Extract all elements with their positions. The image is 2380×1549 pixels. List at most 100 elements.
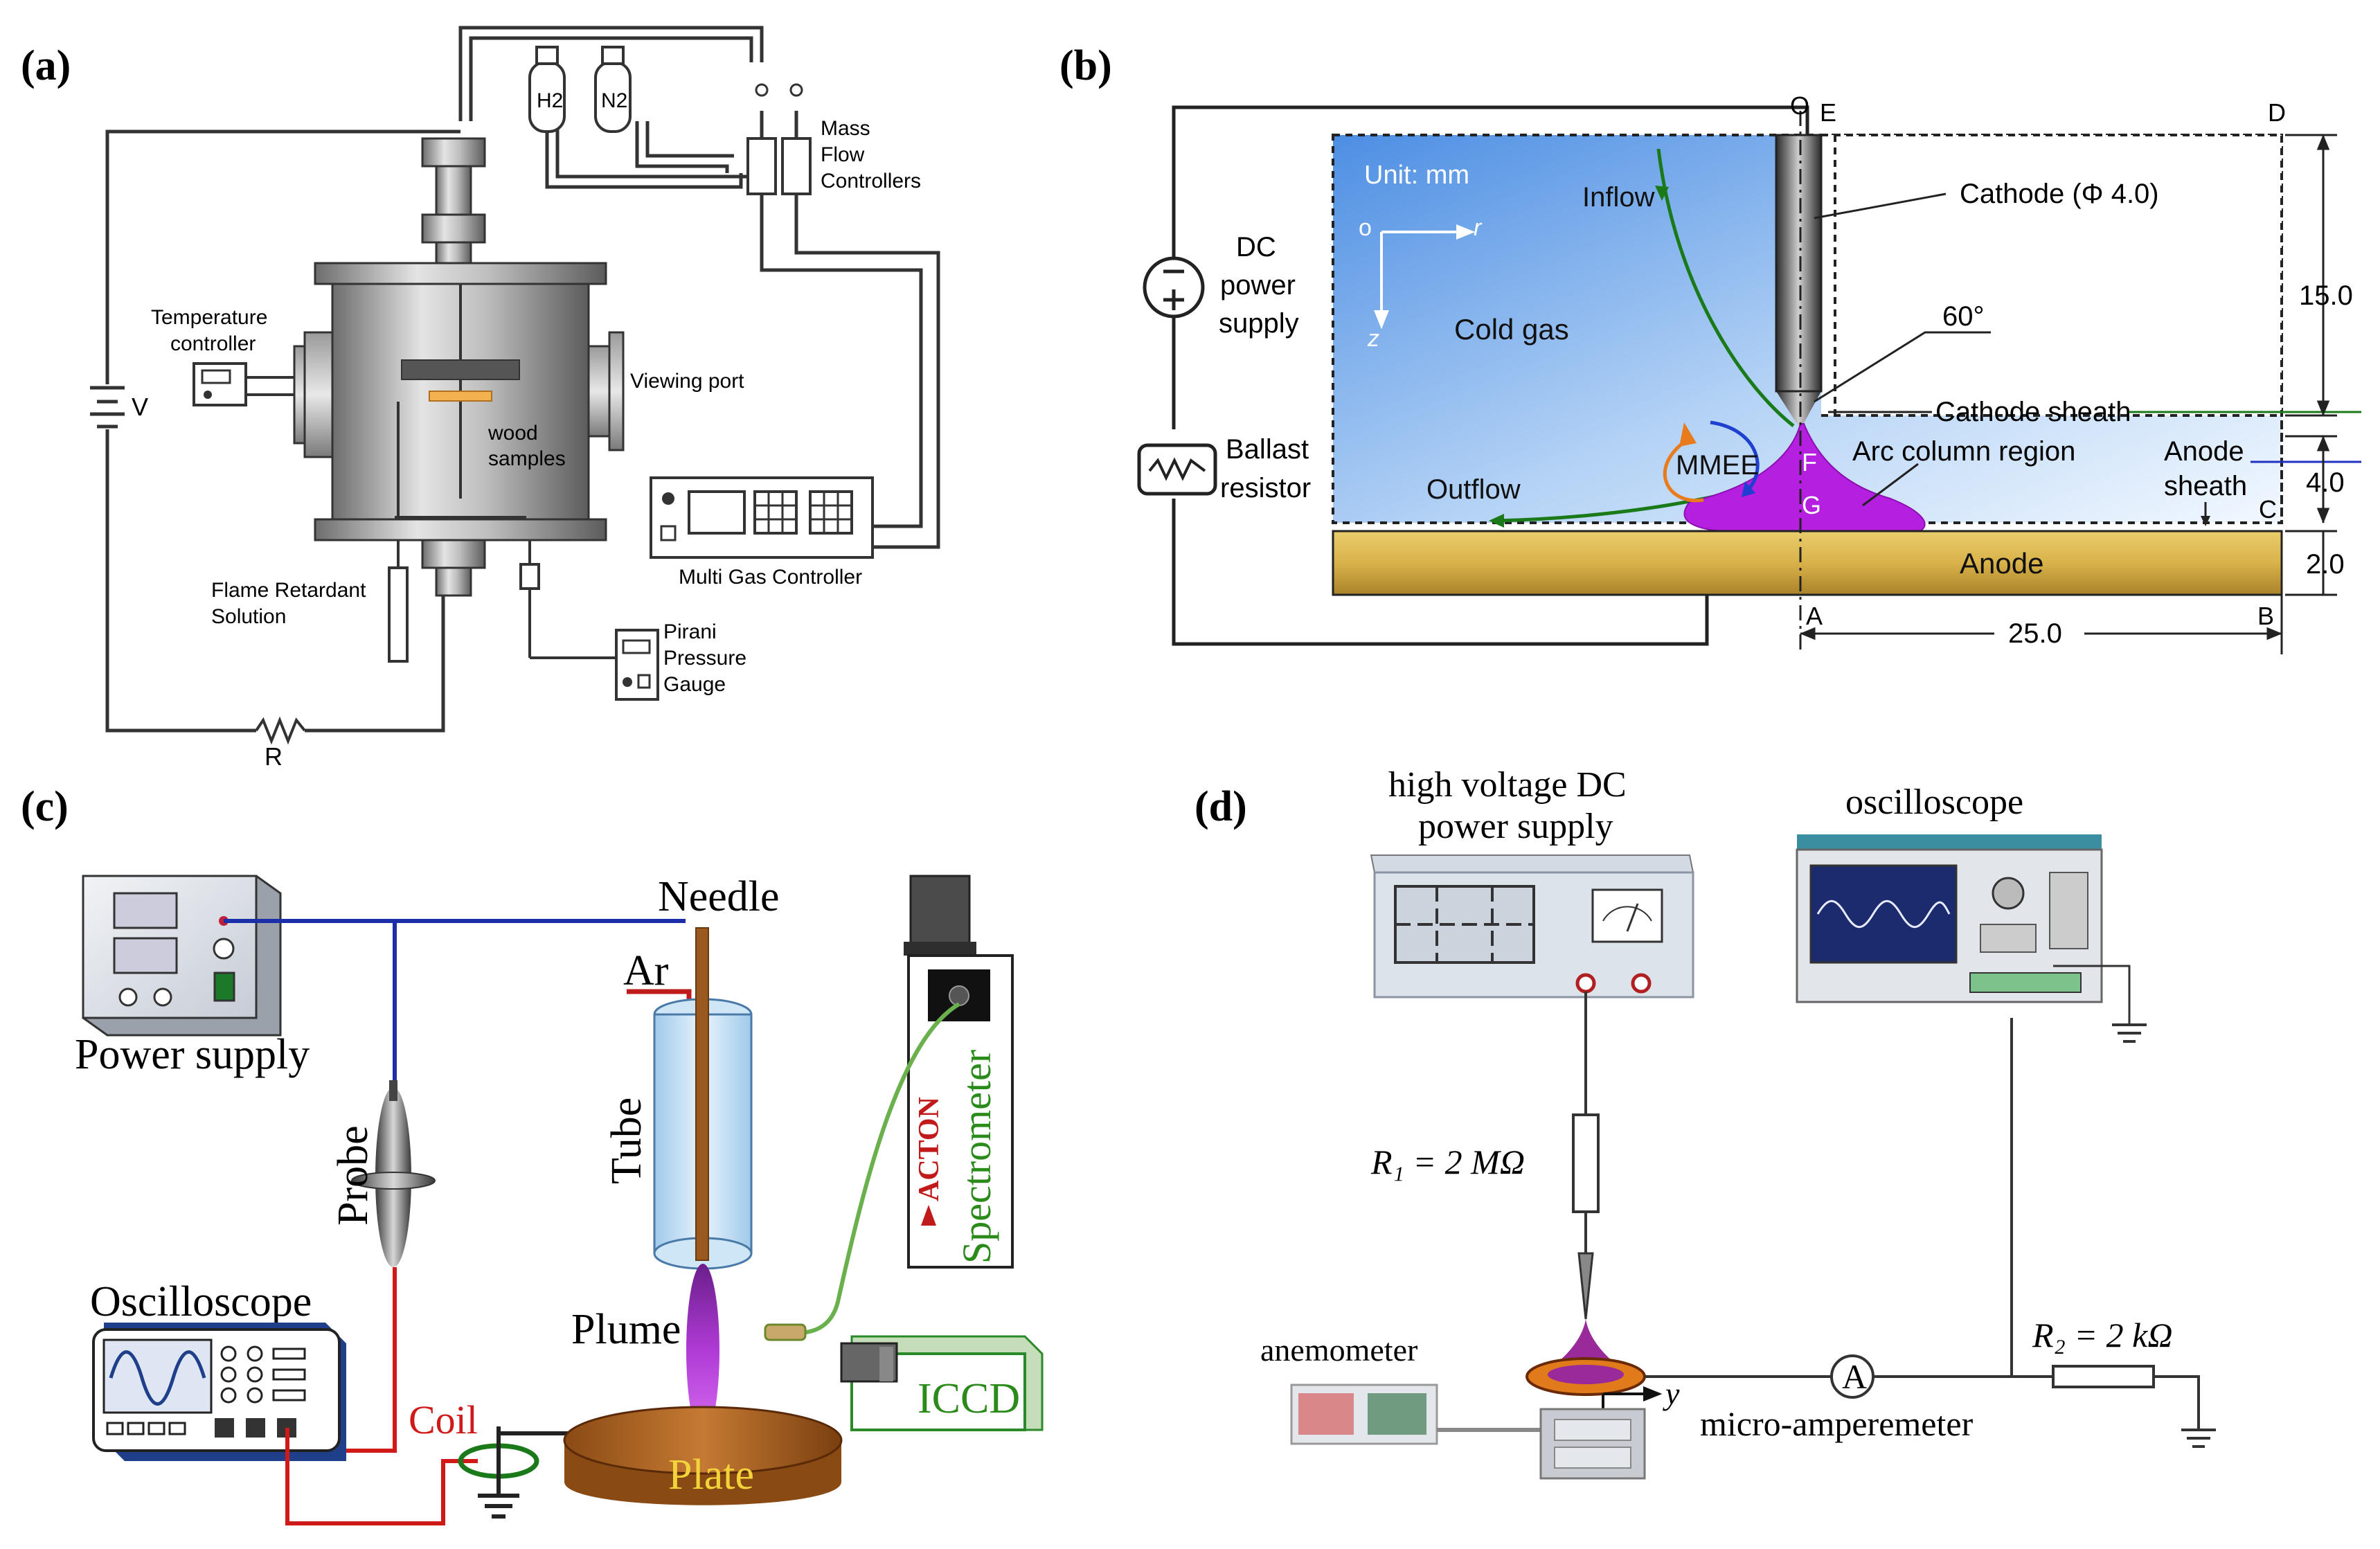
ballast-label-2: resistor bbox=[1220, 473, 1311, 503]
dim-25-label: 25.0 bbox=[2008, 618, 2062, 649]
point-a: A bbox=[1806, 602, 1823, 630]
h2-label: H2 bbox=[537, 89, 563, 112]
r1-label: R₁ = 2 MΩ bbox=[1370, 1143, 1525, 1181]
ground-symbol-c bbox=[478, 1426, 568, 1519]
gas-lines bbox=[458, 26, 940, 549]
needle-electrode-d bbox=[1577, 1252, 1594, 1320]
battery-symbol bbox=[90, 386, 125, 429]
svg-text:Flame Retardant Solution: Flame Retardant Solution bbox=[211, 579, 372, 628]
resistor-label: R bbox=[265, 742, 283, 771]
mmee-orange-loop bbox=[1663, 442, 1704, 503]
translation-stage bbox=[1539, 1408, 1646, 1480]
temperature-label-1: Temperature bbox=[151, 306, 267, 329]
dim-4-label: 4.0 bbox=[2306, 467, 2345, 498]
anode-block bbox=[1332, 530, 2283, 596]
mass-flow-label-1: Mass bbox=[821, 117, 870, 140]
micro-amperemeter-label: micro-amperemeter bbox=[1700, 1404, 1974, 1443]
needle-label: Needle bbox=[658, 873, 780, 920]
panel-a-label: (a) bbox=[21, 42, 71, 89]
flame-label-1: Flame Retardant bbox=[211, 579, 366, 602]
power-circuit bbox=[105, 129, 460, 733]
discharge-plume bbox=[1551, 1319, 1620, 1368]
dc-power-label-3: supply bbox=[1219, 308, 1299, 339]
svg-text:wood samples: wood samples bbox=[487, 422, 566, 470]
axis-z-label: z bbox=[1367, 325, 1379, 352]
outflow-label: Outflow bbox=[1426, 474, 1521, 505]
needle-electrode bbox=[695, 927, 709, 1261]
unit-label: Unit: mm bbox=[1364, 161, 1469, 190]
cathode-electrode bbox=[1775, 134, 1823, 429]
mass-flow-label-3: Controllers bbox=[821, 170, 921, 192]
pirani-label-3: Gauge bbox=[663, 673, 726, 696]
ground-symbol-d2 bbox=[2181, 1429, 2216, 1448]
pirani-label-2: Pressure bbox=[663, 647, 746, 670]
point-f: F bbox=[1802, 448, 1817, 476]
plasma-plume bbox=[686, 1264, 719, 1437]
temperature-label-2: controller bbox=[170, 332, 256, 355]
vacuum-chamber bbox=[293, 137, 625, 597]
resistor-r1 bbox=[1572, 1113, 1600, 1213]
anode-sheath-label-2: sheath bbox=[2164, 471, 2247, 501]
temperature-controller bbox=[193, 362, 294, 406]
svg-text:high voltage DC power su: high voltage DC power supply bbox=[1388, 765, 1636, 846]
power-supply-label: Power supply bbox=[75, 1031, 310, 1078]
axis-o-label: o bbox=[1359, 215, 1372, 241]
ground-plate bbox=[563, 1406, 843, 1505]
viewing-port-label: Viewing port bbox=[630, 370, 744, 393]
mmee-blue-loop bbox=[1710, 420, 1760, 494]
power-supply-box bbox=[82, 875, 282, 1037]
flame-retardant-tube bbox=[388, 540, 409, 663]
svg-text:Ballast resistor: Ballast resistor bbox=[1220, 434, 1316, 503]
wood-label-1: wood bbox=[487, 422, 538, 445]
dc-power-label-2: power bbox=[1220, 270, 1296, 301]
hv-supply-label-1: high voltage DC bbox=[1388, 765, 1627, 805]
ammeter-label: A bbox=[1842, 1357, 1867, 1396]
hv-power-supply bbox=[1370, 854, 1694, 999]
probe-label: Probe bbox=[330, 1125, 377, 1226]
iccd-camera bbox=[840, 1335, 1044, 1431]
plate-label: Plate bbox=[668, 1451, 754, 1498]
n2-cylinder: N2 bbox=[594, 46, 632, 133]
mass-flow-label-2: Flow bbox=[821, 143, 865, 166]
dimension-lines bbox=[1800, 134, 2337, 654]
flame-label-2: Solution bbox=[211, 605, 286, 628]
point-b: B bbox=[2257, 602, 2274, 630]
dc-circuit-wire bbox=[1172, 105, 1809, 260]
oscilloscope-label: Oscilloscope bbox=[90, 1278, 312, 1325]
h2-cylinder: H2 bbox=[528, 46, 566, 133]
r2-label: R₂ = 2 kΩ bbox=[2032, 1316, 2173, 1354]
point-c: C bbox=[2259, 495, 2277, 523]
spectrometer-label: Spectrometer bbox=[954, 1050, 999, 1264]
multi-gas-label: Multi Gas Controller bbox=[679, 566, 862, 589]
oscilloscope-d-label: oscilloscope bbox=[1845, 782, 2023, 822]
anode-sheath-label-1: Anode bbox=[2164, 436, 2244, 467]
svg-text:Pirani Pressure Ga: Pirani Pressure Gauge bbox=[663, 620, 752, 696]
ground-symbol-d1 bbox=[2112, 1023, 2147, 1043]
iccd-label: ICCD bbox=[918, 1375, 1020, 1422]
arc-column-label: Arc column region bbox=[1852, 436, 2075, 467]
panel-d-label: (d) bbox=[1195, 783, 1247, 830]
panel-d: (d) high voltage DC power supply oscillo… bbox=[1195, 765, 2216, 1480]
dim-2-label: 2.0 bbox=[2306, 549, 2345, 580]
panel-c-label: (c) bbox=[21, 783, 69, 830]
spectrometer bbox=[904, 875, 1014, 1269]
inflow-label: Inflow bbox=[1582, 182, 1655, 213]
langmuir-probe bbox=[351, 1080, 436, 1267]
coordinate-axes bbox=[1374, 224, 1476, 330]
tube-label: Tube bbox=[603, 1098, 650, 1184]
coil-signal-wire bbox=[285, 1428, 478, 1525]
point-o: O bbox=[1790, 91, 1809, 120]
plume-label: Plume bbox=[571, 1306, 681, 1353]
axis-y-label: y bbox=[1663, 1376, 1680, 1411]
svg-text:Mass Flow Cont: Mass Flow Controllers bbox=[821, 117, 921, 192]
pirani-gauge bbox=[519, 540, 659, 701]
angle-label: 60° bbox=[1942, 301, 1985, 332]
acton-label: ACTON bbox=[913, 1097, 945, 1201]
anemometer-label: anemometer bbox=[1260, 1332, 1417, 1368]
fiber-tip bbox=[764, 1323, 807, 1341]
panel-c: (c) Power supply Probe Needle Ar bbox=[21, 783, 1044, 1525]
resistor-r2 bbox=[2052, 1365, 2155, 1388]
wood-label-2: samples bbox=[488, 447, 566, 470]
svg-text:Anode sheath: Anode sheath bbox=[2164, 436, 2252, 501]
